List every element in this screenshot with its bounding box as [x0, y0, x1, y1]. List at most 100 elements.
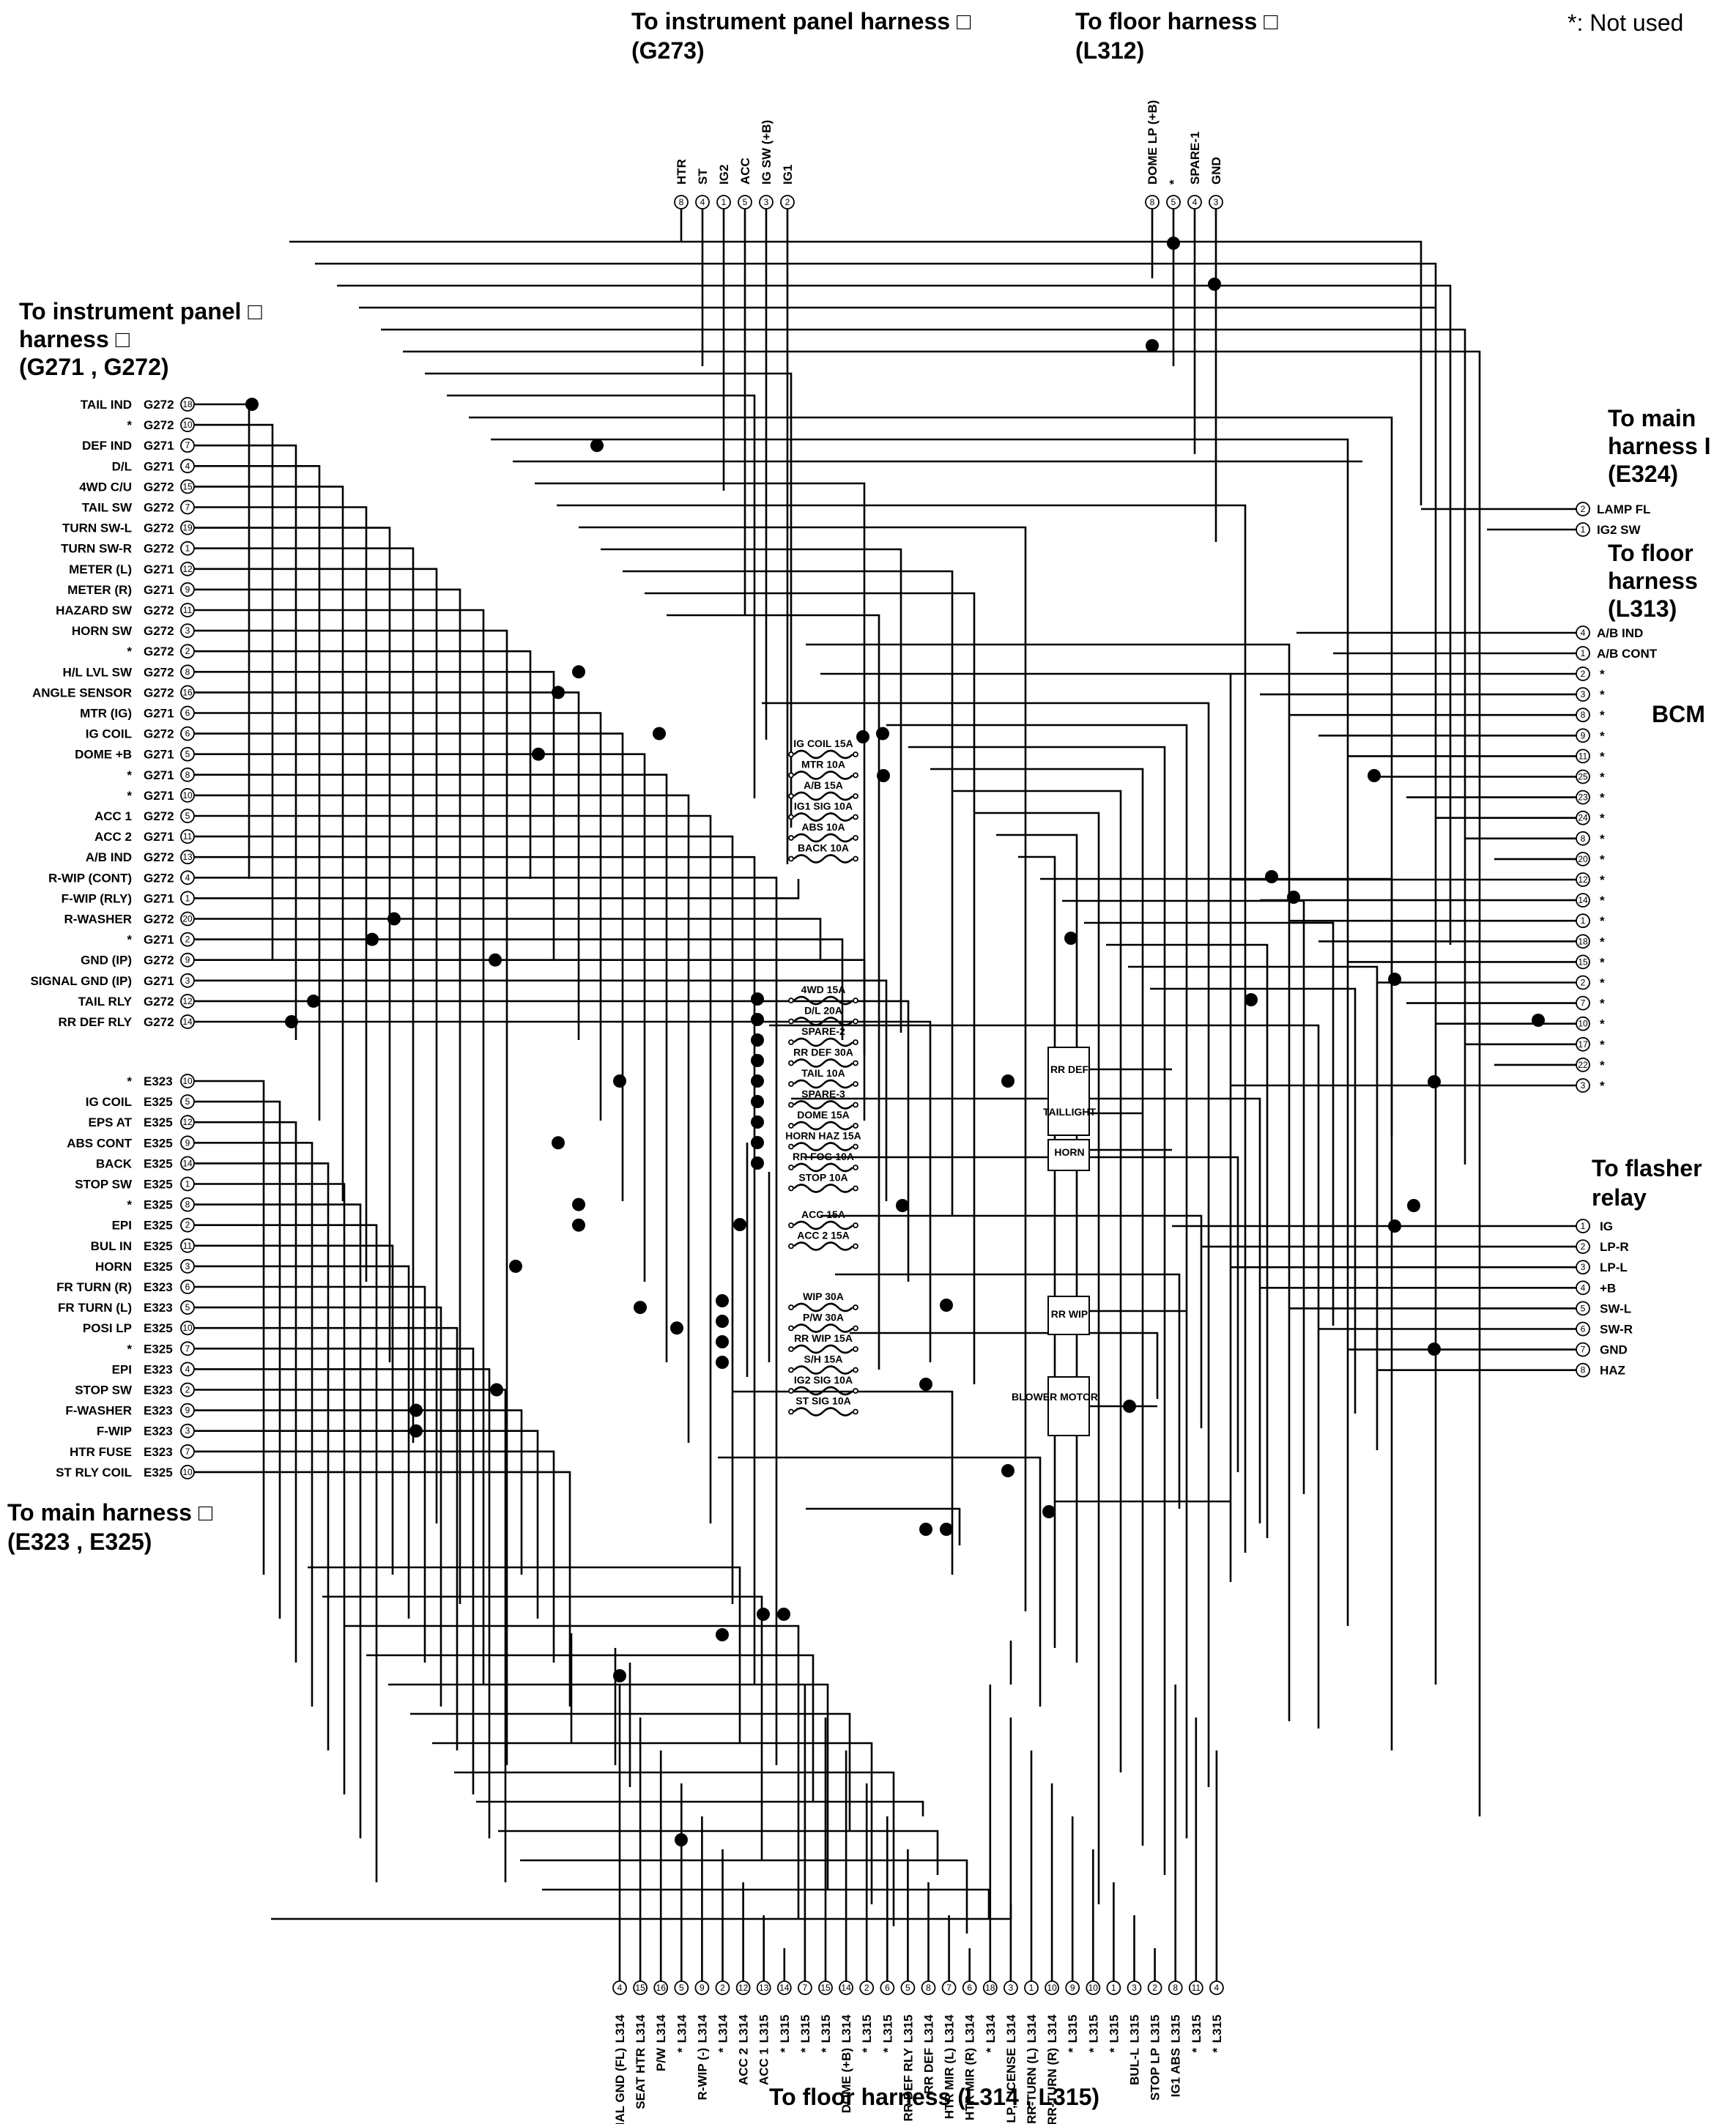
- group-a-fuse-label: A/B 15A: [804, 779, 843, 791]
- bcm-pin-number: 20: [1578, 854, 1588, 864]
- group-a-fuse-terminal: [788, 855, 794, 862]
- main-harness-right-connector: (E324): [1608, 461, 1678, 487]
- bcm-label: *: [1600, 770, 1605, 784]
- bottom-pin-number: 13: [759, 1983, 769, 1993]
- ip-harness-top-connector: (G273): [631, 37, 705, 64]
- main-row-label: EPI: [112, 1219, 132, 1233]
- group-c-fuse-label: ACC 2 15A: [797, 1230, 850, 1241]
- bottom-pin-number: 18: [985, 1983, 995, 1993]
- l313-pin-number: 4: [1581, 628, 1586, 638]
- bottom-label: *: [1190, 2048, 1203, 2053]
- wire: [194, 486, 344, 1201]
- group-c-fuse-terminal: [853, 1243, 858, 1249]
- main-harness-right-header-1: To main: [1608, 405, 1696, 431]
- bottom-connector: L314: [654, 2014, 668, 2043]
- bcm-label: *: [1600, 812, 1605, 825]
- junction-dot: [751, 1156, 764, 1170]
- junction-dot: [1123, 1400, 1136, 1413]
- group-a-fuse-label: BACK 10A: [798, 842, 849, 854]
- bottom-connector: L314: [613, 2014, 627, 2043]
- e324-pin-number: 2: [1581, 504, 1586, 514]
- main-row-connector: E325: [144, 1178, 173, 1192]
- main-row-pin-number: 3: [185, 1261, 190, 1271]
- e324-label: IG2 SW: [1597, 523, 1641, 537]
- ip-row-pin-number: 10: [182, 420, 193, 430]
- main-row-pin-number: 9: [185, 1137, 190, 1148]
- ip-row-label: MTR (IG): [80, 707, 132, 721]
- main-row-label: ABS CONT: [67, 1136, 132, 1150]
- wire: [194, 1265, 410, 1619]
- bottom-connector: L315: [778, 2015, 792, 2043]
- wire: [194, 527, 391, 1362]
- main-row-label: EPS AT: [88, 1115, 132, 1129]
- bcm-pin-number: 12: [1578, 875, 1588, 885]
- group-a-fuse-terminal: [788, 835, 794, 841]
- flasher-pin-number: 7: [1581, 1345, 1586, 1355]
- flasher-pin-number: 2: [1581, 1241, 1586, 1252]
- ip-row-pin-number: 3: [185, 625, 190, 636]
- junction-dot: [1388, 1219, 1401, 1233]
- junction-dot: [940, 1299, 953, 1312]
- ip-row-label: TAIL RLY: [78, 995, 133, 1009]
- group-d-fuse-terminal: [853, 1408, 858, 1415]
- ip-row-label: DOME +B: [75, 748, 132, 762]
- main-row-connector: E325: [144, 1115, 173, 1129]
- wire: [194, 1224, 378, 1882]
- g273-label: HTR: [675, 159, 689, 185]
- ip-row-connector: G271: [144, 891, 174, 905]
- bcm-label: *: [1600, 894, 1605, 907]
- junction-dot: [1244, 993, 1258, 1006]
- l313-pin-number: 1: [1581, 648, 1586, 658]
- junction-dot: [285, 1015, 298, 1028]
- relay-rr-wip-label: RR WIP: [1051, 1308, 1088, 1320]
- wire: [194, 547, 415, 1443]
- group-b-fuse-label: SPARE-2: [801, 1025, 845, 1037]
- ip-row-pin-number: 15: [182, 481, 193, 491]
- main-row-connector: E325: [144, 1260, 173, 1274]
- group-b-fuse-terminal: [788, 1165, 794, 1170]
- bottom-connector: L314: [1025, 2014, 1039, 2043]
- wire: [194, 1244, 394, 1575]
- bottom-label: *: [675, 2048, 689, 2053]
- junction-dot: [634, 1301, 647, 1315]
- junction-dot: [876, 727, 889, 740]
- bottom-label: *: [1107, 2048, 1121, 2053]
- group-b-fuse-terminal: [853, 1060, 858, 1066]
- bottom-connector: L314: [963, 2014, 977, 2043]
- relay-labels: RR DEF TAILLIGHT HORN RR WIP BLOWER MOTO…: [1012, 1063, 1098, 1403]
- main-row-label: BACK: [96, 1156, 133, 1170]
- main-row-connector: E325: [144, 1321, 173, 1335]
- wire: [194, 1450, 555, 1663]
- group-b-fuse-label: D/L 20A: [804, 1005, 842, 1017]
- wire: [194, 671, 555, 959]
- l312-pin-number: 3: [1214, 197, 1219, 207]
- group-b-fuse-terminal: [853, 1185, 858, 1192]
- bcm-pin-number: 22: [1578, 1060, 1588, 1070]
- group-b-fuse-terminal: [853, 1018, 858, 1025]
- group-c-fuse-terminal: [788, 1243, 794, 1249]
- ip-row-label: METER (R): [67, 583, 132, 597]
- flasher-relay-header-1: To flasher: [1592, 1155, 1702, 1181]
- ip-row-pin-number: 8: [185, 770, 190, 780]
- bottom-pin-number: 7: [803, 1983, 808, 1993]
- group-b-fuse-label: RR FOG 10A: [793, 1151, 854, 1162]
- bottom-pin-number: 5: [905, 1983, 910, 1993]
- wire: [194, 506, 368, 1282]
- wire: [194, 855, 756, 1685]
- junction-dot: [387, 912, 401, 926]
- group-b-fuse-terminal: [853, 1143, 858, 1150]
- bottom-label: RR DEF RLY: [901, 2047, 915, 2121]
- floor-harness-top-header: To floor harness □: [1075, 8, 1278, 34]
- bottom-pin-number: 9: [700, 1983, 705, 1993]
- main-row-pin-number: 2: [185, 1385, 190, 1395]
- ip-harness-top-header: To instrument panel harness □: [631, 8, 971, 34]
- ip-row-connector: G272: [144, 645, 174, 658]
- main-row-pin-number: 6: [185, 1282, 190, 1292]
- ip-row-connector: G272: [144, 665, 174, 679]
- g273-pin-number: 5: [743, 197, 748, 207]
- wire: [194, 1306, 442, 1707]
- bcm-label: *: [1600, 832, 1605, 846]
- bcm-pin-number: 18: [1578, 936, 1588, 946]
- main-row-connector: E325: [144, 1466, 173, 1479]
